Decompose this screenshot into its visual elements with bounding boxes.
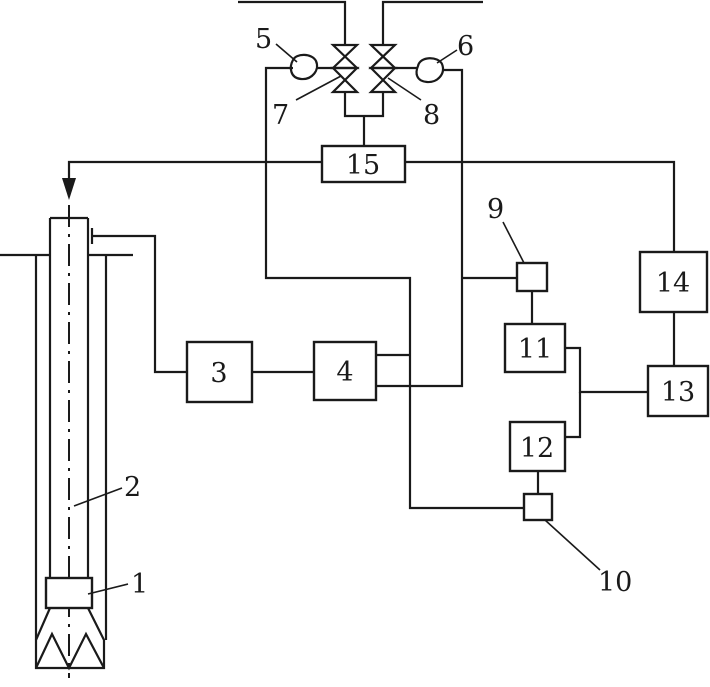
callout-8: 8 <box>423 100 440 131</box>
line-well-to-3 <box>92 234 187 374</box>
valve-assembly <box>238 0 483 146</box>
sensor-6-icon <box>415 57 445 84</box>
sensor-5-icon <box>289 53 319 81</box>
leader-5 <box>275 43 298 63</box>
well-assembly <box>0 205 133 678</box>
leader-10 <box>544 519 601 571</box>
valve-7-lower-icon <box>330 66 360 94</box>
box-4-label: 4 <box>336 357 353 388</box>
box-14: 14 <box>638 250 709 314</box>
sensor-9-box <box>515 261 549 293</box>
sensor-10-box <box>522 492 554 522</box>
supply-line-right <box>381 0 483 45</box>
callout-10: 10 <box>598 567 632 598</box>
line-6-to-4 <box>376 68 464 388</box>
leader-9 <box>502 221 525 264</box>
box-3-label: 3 <box>210 358 227 389</box>
box-12-label: 12 <box>520 433 554 464</box>
leader-8 <box>387 77 422 101</box>
callout-2: 2 <box>124 472 141 503</box>
line-15-to-well <box>67 160 322 180</box>
box-14-label: 14 <box>656 268 690 299</box>
valve-8-icon <box>368 43 398 70</box>
line-11-to-13 <box>565 346 648 394</box>
leader-1 <box>87 583 129 595</box>
valve-outlet <box>343 92 385 118</box>
box-15: 15 <box>320 144 407 184</box>
box-11-label: 11 <box>518 334 552 365</box>
box-12: 12 <box>508 420 567 473</box>
connection-lines <box>62 66 676 510</box>
line-5-to-10 <box>264 66 524 510</box>
leader-6 <box>436 49 458 64</box>
callout-1: 1 <box>131 569 148 600</box>
callout-5: 5 <box>255 24 272 55</box>
box-13-label: 13 <box>661 377 695 408</box>
downhole-tool <box>44 576 94 610</box>
leader-7 <box>295 75 342 101</box>
box-15-label: 15 <box>346 150 380 181</box>
box-11: 11 <box>503 322 567 374</box>
callout-6: 6 <box>457 31 474 62</box>
box-13: 13 <box>646 364 710 418</box>
drill-bit-teeth <box>35 631 105 671</box>
supply-line-left <box>238 0 347 45</box>
line-15-to-14 <box>405 160 676 252</box>
line-12-to-13 <box>565 392 582 439</box>
valve-8-lower-icon <box>368 66 398 94</box>
box-4: 4 <box>312 340 378 402</box>
callout-7: 7 <box>272 100 289 131</box>
callout-9: 9 <box>487 194 504 225</box>
flow-arrow-icon <box>62 178 76 200</box>
box-3: 3 <box>185 340 254 404</box>
valve-7-icon <box>330 43 360 70</box>
leader-2 <box>73 487 123 507</box>
